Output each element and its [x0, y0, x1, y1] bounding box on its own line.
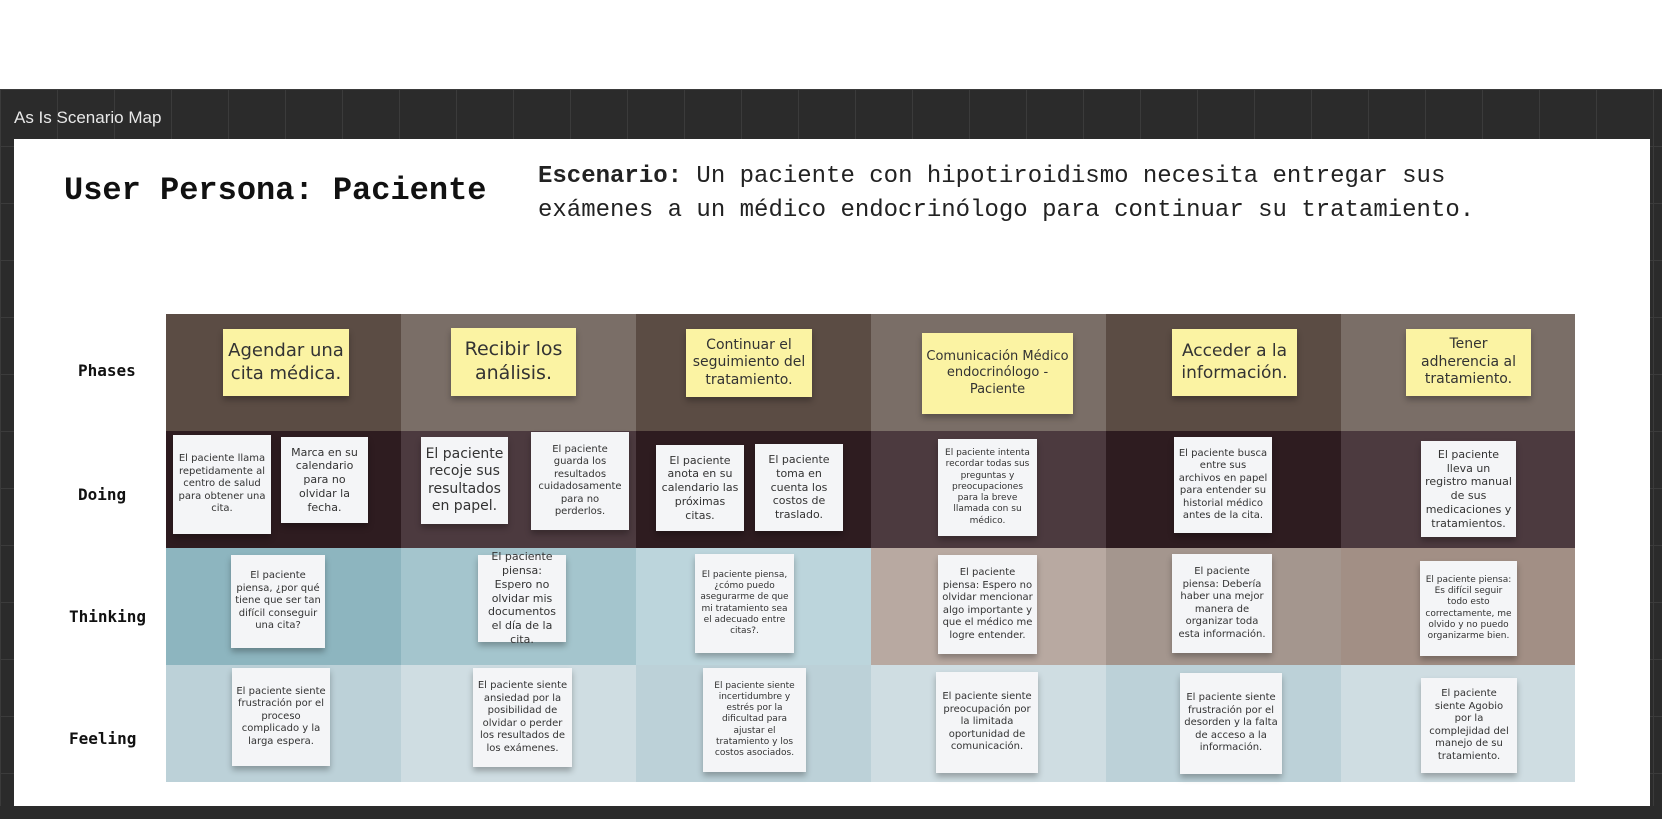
row-label-feeling[interactable]: Feeling	[69, 729, 137, 748]
persona-title[interactable]: User Persona: Paciente	[64, 172, 487, 209]
sticky-phase-6[interactable]: Tener adherencia al tratamiento.	[1406, 329, 1531, 396]
sticky-phase-2[interactable]: Recibir los análisis.	[451, 328, 576, 396]
sticky-phase-3[interactable]: Continuar el seguimiento del tratamiento…	[686, 329, 812, 397]
top-toolbar-area	[0, 0, 1662, 89]
scenario-label: Escenario:	[538, 163, 683, 190]
sticky-doing-1[interactable]: El paciente llama repetidamente al centr…	[173, 435, 271, 534]
sticky-thinking-3[interactable]: El paciente piensa, ¿cómo puedo asegurar…	[695, 554, 794, 653]
sticky-feeling-4[interactable]: El paciente siente preocupación por la l…	[936, 672, 1038, 773]
sticky-doing-3[interactable]: El paciente recoje sus resultados en pap…	[421, 437, 508, 524]
sticky-feeling-6[interactable]: El paciente siente Agobio por la complej…	[1421, 678, 1517, 773]
sticky-thinking-2[interactable]: El paciente piensa: Espero no olvidar mi…	[478, 550, 566, 646]
sticky-doing-2[interactable]: Marca en su calendario para no olvidar l…	[281, 437, 368, 523]
row-label-thinking[interactable]: Thinking	[69, 607, 147, 626]
sticky-doing-7[interactable]: El paciente intenta recordar todas sus p…	[938, 439, 1037, 536]
sticky-thinking-6[interactable]: El paciente piensa: Es difícil seguir to…	[1420, 561, 1517, 656]
sticky-doing-4[interactable]: El paciente guarda los resultados cuidad…	[531, 432, 629, 530]
sticky-doing-5[interactable]: El paciente anota en su calendario las p…	[656, 445, 744, 531]
sticky-thinking-1[interactable]: El paciente piensa, ¿por qué tiene que s…	[231, 555, 325, 648]
sticky-doing-8[interactable]: El paciente busca entre sus archivos en …	[1174, 437, 1272, 533]
sticky-feeling-2[interactable]: El paciente siente ansiedad por la posib…	[473, 668, 572, 767]
row-label-phases[interactable]: Phases	[78, 361, 136, 380]
row-label-doing[interactable]: Doing	[78, 485, 127, 504]
scenario-description: Un paciente con hipotiroidismo necesita …	[538, 163, 1475, 224]
scenario-text[interactable]: Escenario: Un paciente con hipotiroidism…	[538, 160, 1558, 228]
sticky-feeling-3[interactable]: El paciente siente incertidumbre y estré…	[703, 668, 806, 772]
sticky-feeling-5[interactable]: El paciente siente frustración por el de…	[1180, 673, 1282, 774]
sticky-phase-1[interactable]: Agendar una cita médica.	[223, 329, 349, 396]
sticky-thinking-4[interactable]: El paciente piensa: Espero no olvidar me…	[938, 555, 1037, 654]
sticky-feeling-1[interactable]: El paciente siente frustración por el pr…	[232, 668, 330, 766]
sticky-phase-4[interactable]: Comunicación Médico endocrinólogo - Paci…	[922, 333, 1073, 414]
canvas-bottom-edge	[0, 806, 1662, 819]
frame-title[interactable]: As Is Scenario Map	[14, 108, 162, 127]
sticky-phase-5[interactable]: Acceder a la información.	[1172, 329, 1297, 396]
sticky-thinking-5[interactable]: El paciente piensa: Debería haber una me…	[1172, 554, 1272, 653]
sticky-doing-6[interactable]: El paciente toma en cuenta los costos de…	[755, 444, 843, 531]
sticky-doing-9[interactable]: El paciente lleva un registro manual de …	[1421, 441, 1516, 537]
